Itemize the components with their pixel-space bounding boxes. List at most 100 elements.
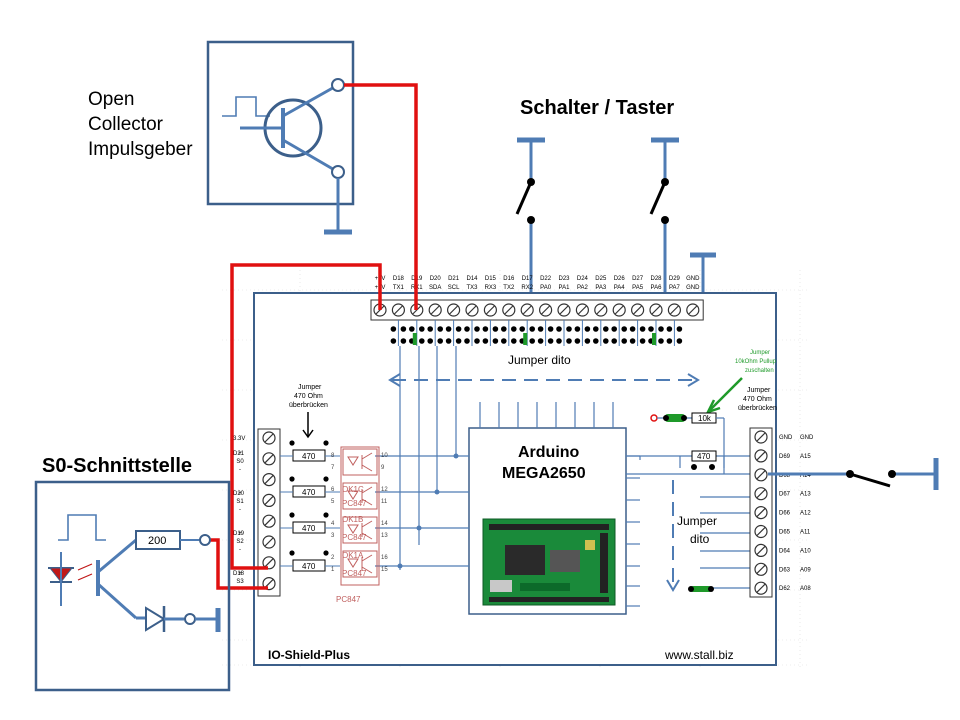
right-pin-func-label: A14	[800, 473, 811, 479]
top-terminal-screw	[391, 303, 405, 317]
top-jumper-pair	[629, 320, 646, 346]
top-jumper-pair	[537, 320, 554, 346]
top-jumper-pair	[611, 320, 627, 346]
top-terminal-screw	[428, 303, 442, 317]
s0-box	[34, 480, 231, 692]
res-470-label: 470	[302, 524, 316, 533]
top-jumper-pair	[574, 320, 591, 346]
top-jumper-pair	[390, 320, 407, 346]
opto-pin: 4	[331, 521, 335, 527]
top-pin-func-label: PA6	[651, 285, 663, 291]
left-pin-label: D21	[233, 451, 245, 457]
jumper-bottom-right	[688, 586, 714, 592]
top-pin-func-label: RX2	[521, 285, 533, 291]
right-pin-label: D65	[779, 530, 791, 536]
jumper-dito-right-label-2: dito	[690, 532, 710, 546]
opto-pin: 6	[331, 487, 335, 493]
right-terminal-screw	[754, 581, 768, 595]
top-terminal-screw	[575, 303, 590, 317]
right-pin-label: D67	[779, 492, 791, 498]
top-pin-label: D18	[393, 276, 405, 282]
arduino-model-label: MEGA2650	[502, 465, 586, 482]
left-pin-sym: +	[238, 451, 242, 457]
left-terminal-screw	[262, 556, 276, 570]
top-terminal-screw	[557, 303, 571, 317]
right-pin-label: GND	[779, 435, 793, 441]
left-470-resistor: 470	[280, 550, 340, 572]
open-collector-label-2: Collector	[88, 114, 164, 135]
top-pin-func-label: SDA	[429, 285, 441, 291]
top-terminal-screw	[520, 303, 534, 317]
right-terminal-screw	[754, 487, 768, 501]
left-470-resistor: 470	[280, 440, 340, 462]
top-jumper-pair	[556, 320, 572, 346]
left-terminal-screw	[262, 452, 276, 466]
board-label: IO-Shield-Plus	[268, 648, 350, 662]
dashed-arrow-right	[666, 480, 680, 592]
top-pin-func-label: PA3	[595, 285, 607, 291]
top-jumper-pair	[593, 320, 609, 346]
opto-pin: 3	[331, 533, 335, 539]
pullup-resistor	[650, 412, 725, 474]
arduino-top-pins	[479, 402, 614, 428]
left-terminal-screw	[262, 431, 276, 445]
top-pin-label: D28	[650, 276, 662, 282]
opto-label: PC847	[336, 595, 361, 604]
jumper-470-right-1: Jumper	[747, 387, 771, 394]
top-green-jumper	[523, 333, 528, 345]
top-header-labels: +5V+5VD18TX1D19RX1D20SDAD21SCLD14TX3D15R…	[375, 276, 701, 291]
top-pin-func-label: PA7	[669, 285, 681, 291]
top-jumper-pair	[464, 320, 480, 346]
top-pin-func-label: PA0	[540, 285, 552, 291]
pullup-label-2: 10kOhm Pullup	[735, 359, 777, 365]
top-pin-func-label: PA4	[614, 285, 626, 291]
top-green-jumper	[412, 333, 417, 345]
right-470-resistor	[679, 450, 725, 470]
top-pin-label: GND	[686, 276, 700, 282]
res-200-label: 200	[148, 535, 166, 547]
top-terminal-screw	[538, 303, 553, 317]
right-pin-label: D68	[779, 473, 791, 479]
switch-right	[768, 458, 939, 490]
top-pin-label: D27	[632, 276, 644, 282]
top-pin-func-label: GND	[686, 285, 700, 291]
opto-label: PC847	[342, 569, 367, 578]
res-470-label: 470	[302, 452, 316, 461]
left-pin-sym: +	[238, 491, 242, 497]
right-pin-func-label: GND	[800, 435, 814, 441]
opto-label: PC847	[342, 533, 367, 542]
top-terminal-screw	[630, 303, 645, 317]
top-jumper-pair	[427, 320, 444, 346]
top-terminal-screw	[502, 303, 516, 317]
top-pin-func-label: SCL	[448, 285, 460, 291]
opto-label: OK1C	[342, 485, 364, 494]
left-pin-sym: S0	[236, 459, 244, 465]
signal-wires	[375, 346, 760, 607]
opto-pin: 1	[331, 567, 335, 573]
top-pin-label: D26	[614, 276, 626, 282]
top-pin-func-label: RX3	[485, 285, 497, 291]
pullup-label-1: Jumper	[750, 350, 770, 356]
jumper-dito-right-label-1: Jumper	[677, 514, 717, 528]
left-pin-sym: +	[238, 531, 242, 537]
opto-pin: 5	[331, 499, 335, 505]
top-terminal-block	[370, 299, 704, 321]
right-pin-label: D64	[779, 548, 791, 554]
s0-title: S0-Schnittstelle	[42, 455, 192, 477]
left-pin-label: D18	[233, 571, 245, 577]
left-470-resistor: 470	[280, 512, 340, 534]
wire-junctions	[397, 453, 459, 569]
right-terminal-screw	[754, 468, 768, 482]
red-wires	[205, 83, 418, 590]
open-collector-label-3: Impulsgeber	[88, 139, 193, 160]
right-pin-func-label: A10	[800, 548, 811, 554]
arduino-pcb-image	[482, 518, 616, 606]
top-pin-label: D15	[485, 276, 497, 282]
right-pin-label: D63	[779, 567, 791, 573]
jumper-470-right-3: überbrücken	[738, 405, 777, 412]
